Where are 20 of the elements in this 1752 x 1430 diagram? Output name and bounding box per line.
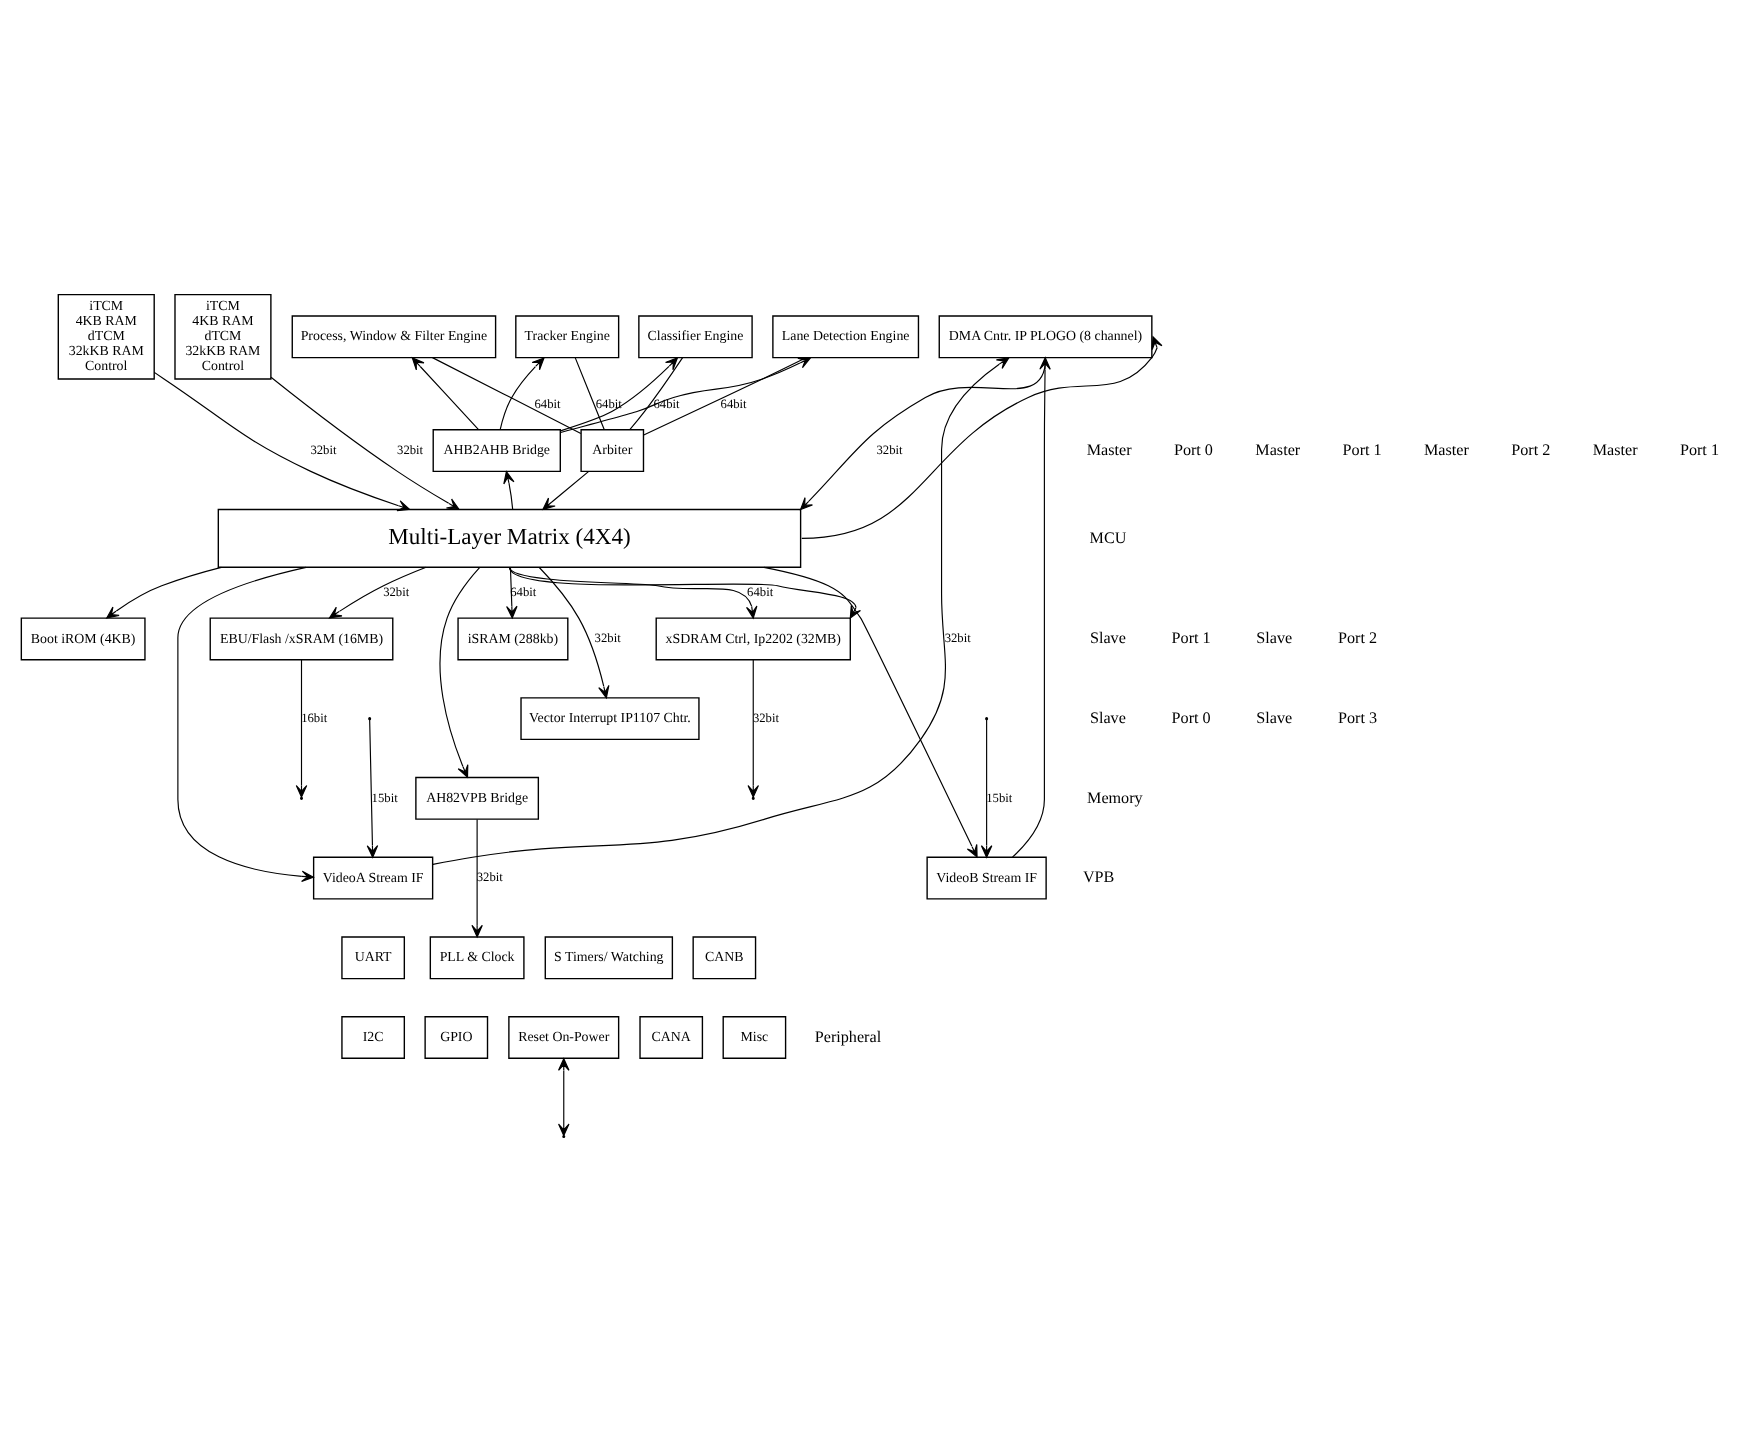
label: Slave xyxy=(1256,707,1293,726)
label: Port 0 xyxy=(1173,439,1213,458)
label: Port 1 xyxy=(1679,439,1720,458)
label: VPB xyxy=(1082,867,1115,886)
label: Master xyxy=(1086,439,1132,458)
label: Port 0 xyxy=(1171,707,1211,726)
label: Slave xyxy=(1089,628,1126,647)
label: MCU xyxy=(1089,527,1127,546)
label: Memory xyxy=(1087,787,1143,806)
label: Port 2 xyxy=(1337,628,1378,647)
label: Port 1 xyxy=(1171,628,1211,647)
label: Peripheral xyxy=(814,1026,882,1045)
label: Master xyxy=(1592,439,1638,458)
label: Slave xyxy=(1089,707,1126,726)
label: Port 2 xyxy=(1511,439,1551,458)
label: Master xyxy=(1255,439,1301,458)
label: Master xyxy=(1424,439,1469,458)
label: Port 1 xyxy=(1342,439,1382,458)
label: Port 3 xyxy=(1337,707,1378,726)
label: Slave xyxy=(1256,628,1293,647)
